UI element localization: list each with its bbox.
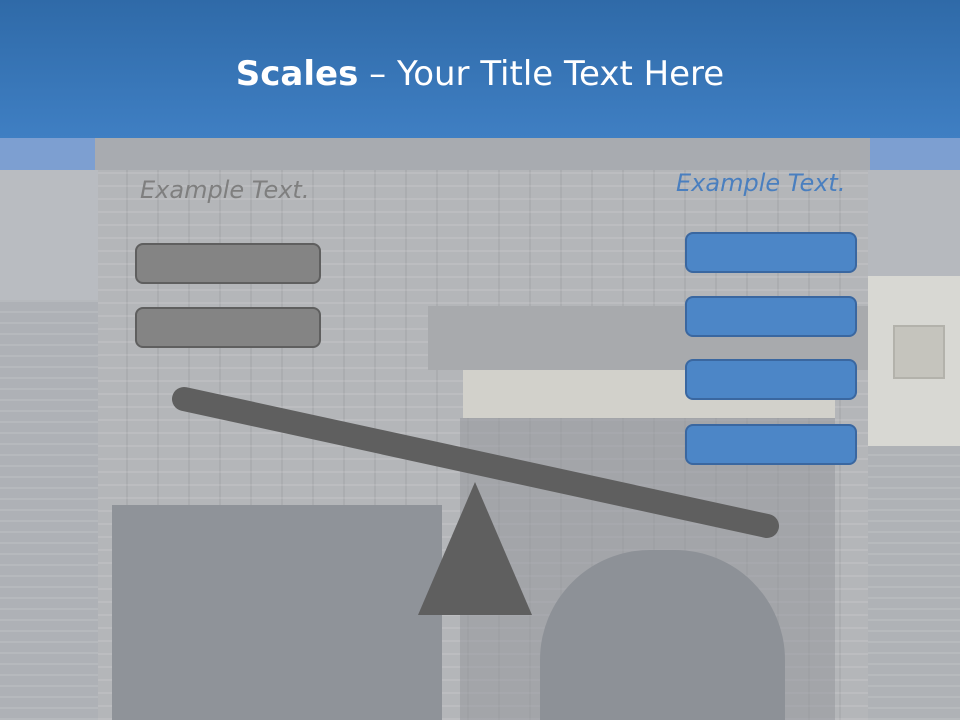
background-arched-door [540, 550, 785, 720]
left-weight-box[interactable] [135, 307, 321, 348]
slide-title[interactable]: Scales – Your Title Text Here [0, 52, 960, 96]
background-left-roof [0, 170, 98, 300]
background-awning [112, 505, 442, 720]
background-right-brick [868, 446, 960, 720]
title-rest: – Your Title Text Here [358, 54, 725, 94]
right-weight-box[interactable] [685, 296, 857, 337]
left-example-text[interactable]: Example Text. [140, 176, 310, 204]
background-window [893, 325, 945, 379]
right-weight-box[interactable] [685, 424, 857, 465]
scale-fulcrum[interactable] [418, 482, 532, 615]
right-example-text[interactable]: Example Text. [676, 169, 846, 197]
right-weight-box[interactable] [685, 359, 857, 400]
left-weight-box[interactable] [135, 243, 321, 284]
right-weight-box[interactable] [685, 232, 857, 273]
title-bold: Scales [235, 54, 359, 94]
background-wall-top [95, 138, 870, 170]
background-right-roof [868, 170, 960, 276]
title-banner: Scales – Your Title Text Here [0, 0, 960, 138]
scale-beam[interactable] [172, 387, 779, 538]
background-left-wing [0, 300, 98, 720]
